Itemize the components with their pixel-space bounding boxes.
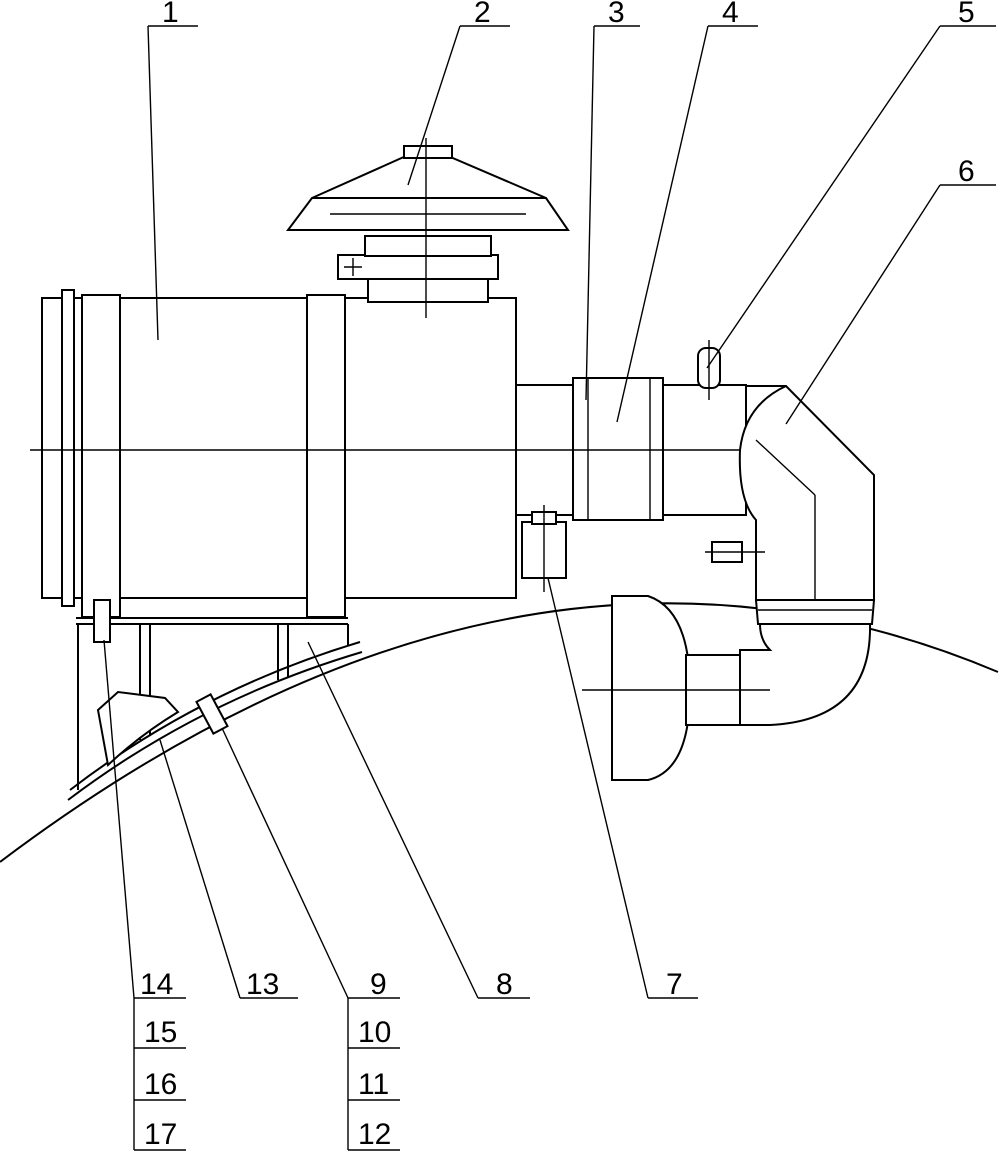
label-4: 4 — [722, 0, 739, 29]
valve-7 — [521, 505, 567, 592]
label-12: 12 — [358, 1118, 391, 1151]
label-15: 15 — [144, 1016, 177, 1049]
label-14: 14 — [140, 968, 173, 1001]
side-dome — [582, 595, 770, 781]
top-cap — [286, 138, 570, 318]
label-2: 2 — [474, 0, 491, 29]
leader-lines — [103, 25, 996, 1151]
outlet-pipe — [515, 377, 780, 521]
support-frame — [67, 599, 363, 801]
label-13: 13 — [246, 968, 279, 1001]
label-7: 7 — [666, 968, 683, 1001]
label-8: 8 — [496, 968, 513, 1001]
label-1: 1 — [162, 0, 179, 29]
label-11: 11 — [358, 1068, 389, 1101]
label-6: 6 — [958, 155, 975, 188]
label-16: 16 — [144, 1068, 177, 1101]
label-10: 10 — [358, 1016, 391, 1049]
elbow — [705, 385, 876, 726]
label-5: 5 — [958, 0, 975, 29]
label-17: 17 — [144, 1118, 177, 1151]
label-3: 3 — [608, 0, 625, 29]
label-9: 9 — [370, 968, 387, 1001]
